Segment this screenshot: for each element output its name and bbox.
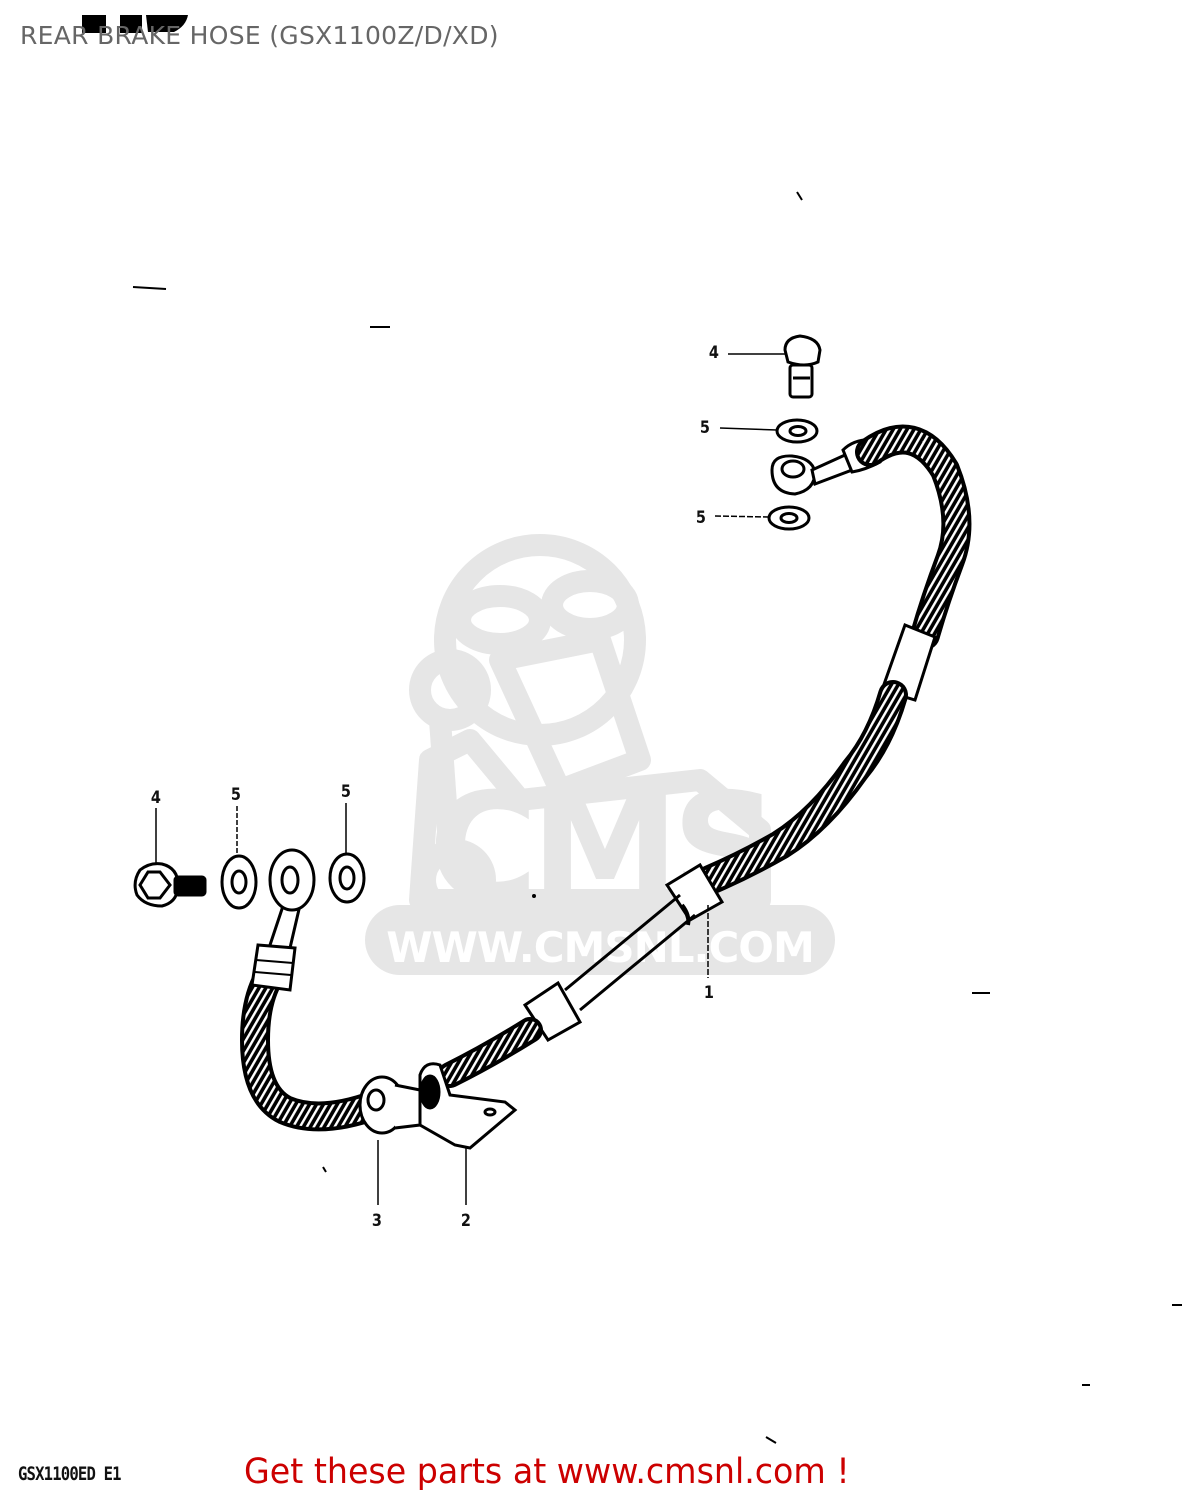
hose-bracket xyxy=(418,1062,518,1150)
gasket-washer-lower-1 xyxy=(220,854,258,910)
callout-1-hose: 1 xyxy=(703,983,714,1003)
hose-grommet xyxy=(358,1075,422,1135)
union-bolt-lower xyxy=(133,862,207,908)
callout-3-grommet: 3 xyxy=(371,1211,382,1231)
scan-specks xyxy=(132,191,1182,1444)
gasket-washer-upper-1 xyxy=(775,418,819,444)
page-title: REAR BRAKE HOSE (GSX1100Z/D/XD) xyxy=(20,21,499,50)
model-code: GSX1100ED E1 xyxy=(18,1463,122,1485)
cms-logo-text: CMS WWW.CMSNL.COM xyxy=(365,762,835,975)
mechanic-mascot-icon xyxy=(409,534,771,921)
callout-5-lower-1: 5 xyxy=(230,785,241,805)
scan-artifact xyxy=(82,15,188,33)
callout-5-upper-1: 5 xyxy=(699,418,710,438)
callout-2-bracket: 2 xyxy=(460,1211,471,1231)
leader-line xyxy=(719,427,778,431)
gasket-washer-lower-2 xyxy=(328,852,366,904)
brake-hose xyxy=(239,424,972,1132)
gasket-washer-upper-2 xyxy=(767,505,811,531)
banjo-fitting-lower xyxy=(268,848,316,912)
callout-4-upper: 4 xyxy=(708,343,719,363)
cta-link[interactable]: Get these parts at www.cmsnl.com ! xyxy=(244,1452,850,1492)
callout-5-upper-2: 5 xyxy=(695,508,706,528)
callout-5-lower-2: 5 xyxy=(340,782,351,802)
leader-line xyxy=(714,515,770,518)
callout-4-lower: 4 xyxy=(150,788,161,808)
svg-text:WWW.CMSNL.COM: WWW.CMSNL.COM xyxy=(386,923,814,972)
union-bolt-upper xyxy=(783,334,822,399)
